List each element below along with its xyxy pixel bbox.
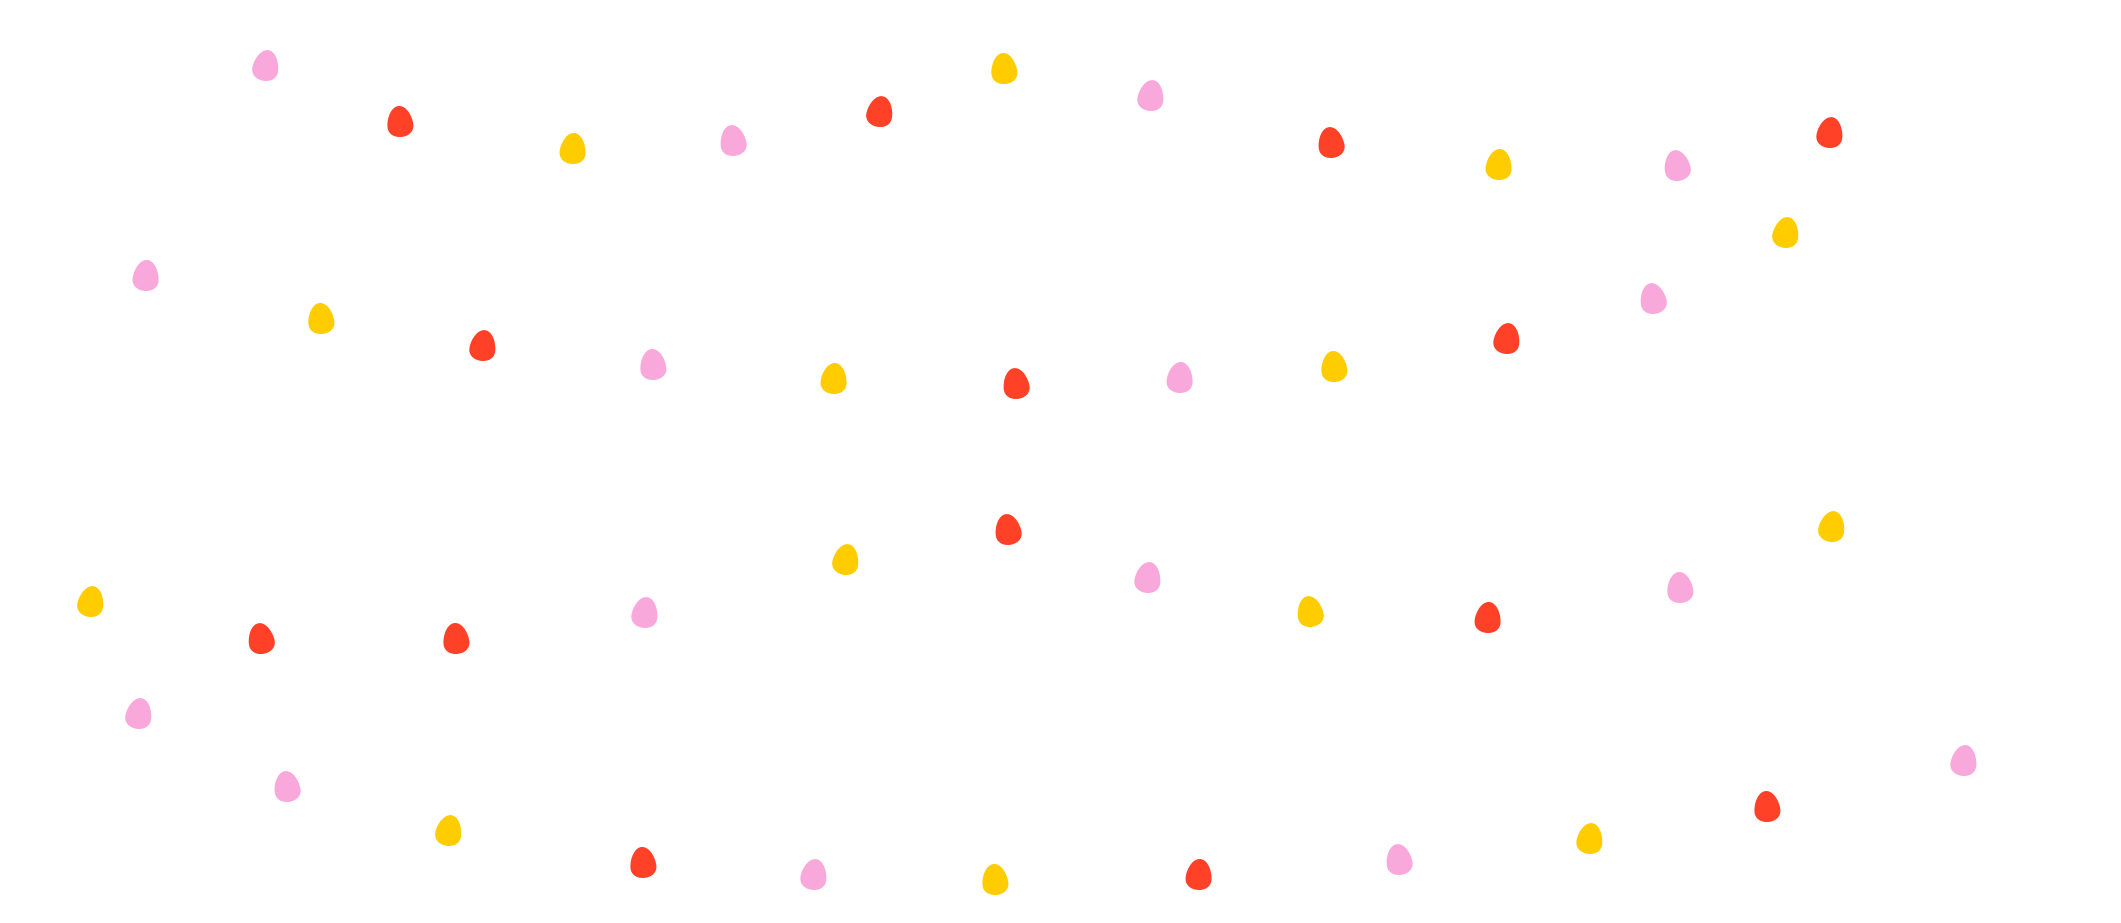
egg-red [443, 623, 470, 654]
egg-pink [1137, 80, 1164, 112]
egg-yellow [1321, 351, 1348, 382]
egg-yellow [1576, 823, 1603, 855]
egg-pink [1134, 562, 1161, 594]
egg-red [1474, 602, 1501, 633]
egg-red [1003, 368, 1030, 400]
egg-pink [1664, 150, 1691, 182]
egg-yellow [982, 864, 1009, 895]
egg-pink [1950, 745, 1977, 777]
egg-red [1185, 859, 1212, 890]
egg-pink [125, 698, 152, 730]
egg-pink [631, 597, 658, 629]
egg-pink [720, 125, 747, 157]
egg-pink [800, 859, 827, 891]
egg-pink [1640, 283, 1667, 315]
egg-red [1493, 323, 1520, 355]
egg-red [866, 96, 893, 128]
egg-pink [640, 349, 667, 380]
egg-red [248, 623, 275, 655]
egg-yellow [832, 544, 859, 576]
egg-yellow [1818, 511, 1845, 543]
egg-yellow [820, 363, 847, 394]
egg-red [387, 106, 414, 137]
egg-pink [274, 771, 301, 803]
egg-pink [132, 260, 159, 291]
egg-yellow [1772, 217, 1799, 249]
egg-red [630, 847, 657, 878]
egg-yellow [308, 303, 335, 334]
egg-pink [1386, 844, 1413, 876]
egg-yellow [435, 815, 462, 847]
egg-pink [1166, 362, 1193, 393]
egg-yellow [991, 53, 1018, 84]
egg-red [469, 330, 496, 362]
egg-red [995, 514, 1022, 546]
egg-red [1754, 791, 1781, 822]
egg-red [1816, 117, 1843, 149]
egg-yellow [1297, 596, 1324, 628]
egg-yellow [1485, 149, 1512, 180]
egg-red [1318, 127, 1345, 159]
egg-pink [252, 50, 279, 82]
egg-pink [1667, 572, 1694, 603]
egg-yellow [77, 586, 104, 618]
egg-yellow [559, 133, 586, 164]
